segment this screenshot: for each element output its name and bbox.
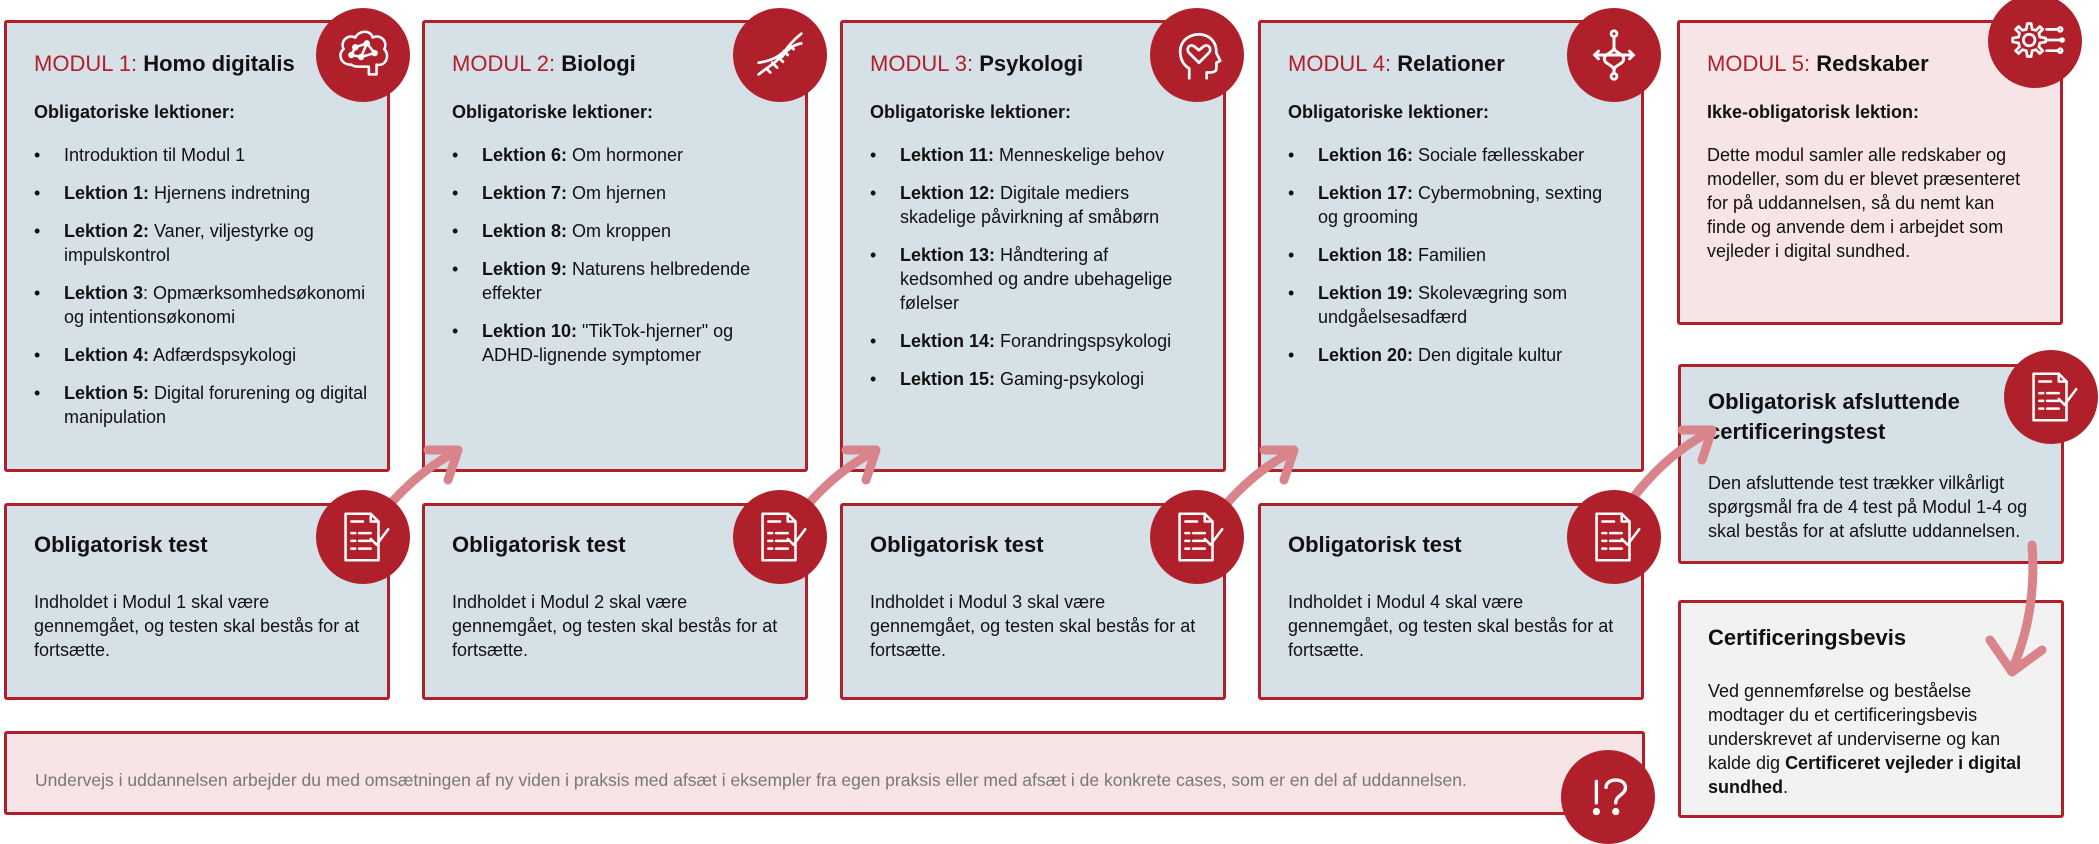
final-test-description: Den afsluttende test trækker vilkårligt … — [1708, 473, 2028, 541]
list-item: Lektion 2: Vaner, viljestyrke og impulsk… — [34, 219, 369, 267]
list-item: Lektion 15: Gaming-psykologi — [870, 367, 1205, 391]
list-item: Introduktion til Modul 1 — [34, 143, 369, 167]
test-document-icon — [1150, 490, 1244, 584]
module-title: MODUL 1: Homo digitalis — [34, 51, 295, 76]
relation-icon — [1567, 8, 1661, 102]
test-document-icon — [316, 490, 410, 584]
module-subtitle: Obligatoriske lektioner: — [870, 102, 1072, 122]
list-item: Lektion 1: Hjernens indretning — [34, 181, 369, 205]
list-item: Lektion 7: Om hjernen — [452, 181, 787, 205]
arrow-final-to-certificate — [1985, 540, 2047, 677]
certificate-title: Certificeringsbevis — [1708, 625, 1907, 650]
dna-icon — [733, 8, 827, 102]
test-description: Indholdet i Modul 4 skal være gennemgået… — [1288, 592, 1614, 660]
module-3-test-card: Obligatorisk test Indholdet i Modul 3 sk… — [840, 503, 1226, 700]
module-subtitle: Obligatoriske lektioner: — [34, 102, 236, 122]
list-item: Lektion 18: Familien — [1288, 243, 1623, 267]
module-title: MODUL 5: Redskaber — [1707, 51, 1929, 76]
head-heart-icon — [1150, 8, 1244, 102]
module-2-test-card: Obligatorisk test Indholdet i Modul 2 sk… — [422, 503, 808, 700]
list-item: Lektion 11: Menneskelige behov — [870, 143, 1205, 167]
test-title: Obligatorisk test — [34, 532, 208, 557]
module-title: MODUL 3: Psykologi — [870, 51, 1084, 76]
module-4-card: MODUL 4: Relationer Obligatoriske lektio… — [1258, 20, 1644, 472]
test-description: Indholdet i Modul 2 skal være gennemgået… — [452, 592, 778, 660]
list-item: Lektion 12: Digitale mediers skadelige p… — [870, 181, 1205, 229]
list-item: Lektion 8: Om kroppen — [452, 219, 787, 243]
test-description: Indholdet i Modul 3 skal være gennemgået… — [870, 592, 1196, 660]
question-exclamation-icon — [1561, 750, 1655, 844]
list-item: Lektion 14: Forandringspsykologi — [870, 329, 1205, 353]
test-document-icon — [733, 490, 827, 584]
list-item: Lektion 4: Adfærdspsykologi — [34, 343, 369, 367]
list-item: Lektion 5: Digital forurening og digital… — [34, 381, 369, 429]
final-test-card: Obligatorisk afsluttende certificeringst… — [1678, 364, 2064, 564]
list-item: Lektion 13: Håndtering af kedsomhed og a… — [870, 243, 1205, 315]
list-item: Lektion 9: Naturens helbredende effekter — [452, 257, 787, 305]
list-item: Lektion 16: Sociale fællesskaber — [1288, 143, 1623, 167]
lesson-list: Lektion 16: Sociale fællesskaber Lektion… — [1288, 143, 1623, 381]
footer-text: Undervejs i uddannelsen arbejder du med … — [35, 770, 1467, 790]
list-item: Lektion 20: Den digitale kultur — [1288, 343, 1623, 367]
footer-note: Undervejs i uddannelsen arbejder du med … — [4, 731, 1645, 815]
lesson-list: Lektion 11: Menneskelige behov Lektion 1… — [870, 143, 1205, 405]
module-1-card: MODUL 1: Homo digitalis Obligatoriske le… — [4, 20, 390, 472]
module-title: MODUL 2: Biologi — [452, 51, 636, 76]
module-subtitle: Obligatoriske lektioner: — [452, 102, 654, 122]
list-item: Lektion 17: Cybermobning, sexting og gro… — [1288, 181, 1623, 229]
list-item: Lektion 10: "TikTok-hjerner" og ADHD-lig… — [452, 319, 787, 367]
test-document-icon — [1567, 490, 1661, 584]
brain-icon — [316, 8, 410, 102]
test-document-icon — [2004, 350, 2098, 444]
test-title: Obligatorisk test — [870, 532, 1044, 557]
test-title: Obligatorisk test — [1288, 532, 1462, 557]
lesson-list: Introduktion til Modul 1 Lektion 1: Hjer… — [34, 143, 369, 443]
certificate-description: Ved gennemførelse og beståelse modtager … — [1708, 681, 2022, 797]
module-3-card: MODUL 3: Psykologi Obligatoriske lektion… — [840, 20, 1226, 472]
module-2-card: MODUL 2: Biologi Obligatoriske lektioner… — [422, 20, 808, 472]
tools-gear-icon — [1988, 0, 2082, 88]
module-description: Dette modul samler alle redskaber og mod… — [1707, 145, 2021, 261]
lesson-list: Lektion 6: Om hormoner Lektion 7: Om hje… — [452, 143, 787, 381]
list-item: Lektion 6: Om hormoner — [452, 143, 787, 167]
certificate-card: Certificeringsbevis Ved gennemførelse og… — [1678, 600, 2064, 818]
final-test-title: Obligatorisk afsluttende certificeringst… — [1708, 389, 1960, 444]
test-title: Obligatorisk test — [452, 532, 626, 557]
list-item: Lektion 3: Opmærksomhedsøkonomi og inten… — [34, 281, 369, 329]
module-subtitle: Obligatoriske lektioner: — [1288, 102, 1490, 122]
module-subtitle: Ikke-obligatorisk lektion: — [1707, 102, 1920, 122]
module-title: MODUL 4: Relationer — [1288, 51, 1505, 76]
test-description: Indholdet i Modul 1 skal være gennemgået… — [34, 592, 360, 660]
list-item: Lektion 19: Skolevægring som undgåelsesa… — [1288, 281, 1623, 329]
